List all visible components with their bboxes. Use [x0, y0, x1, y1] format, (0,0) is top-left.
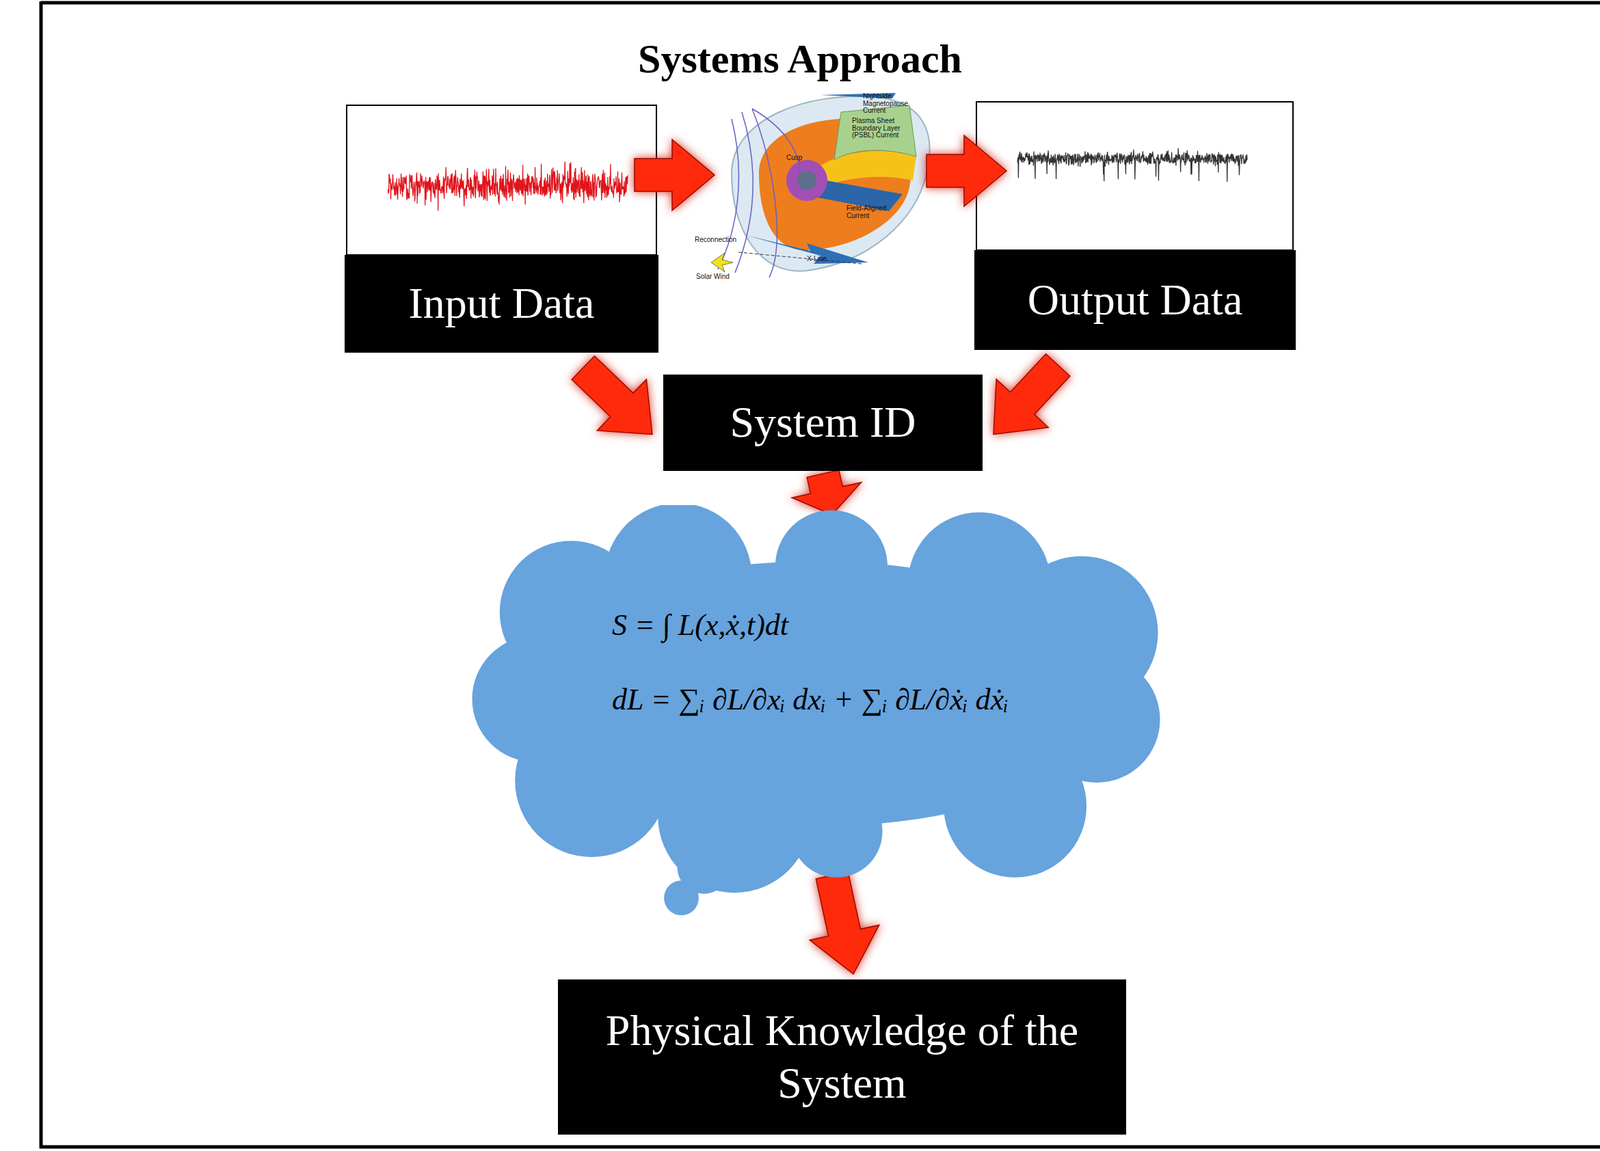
illustration-label: Solar Wind: [696, 273, 738, 282]
output-signal: [1017, 148, 1248, 182]
illustration-label: Nightside Magnetopause Current: [862, 92, 918, 115]
block-arrow: [809, 872, 880, 976]
plot-frame: [346, 105, 657, 256]
illustration-label: Reconnection: [694, 236, 743, 245]
frame-line: [39, 1, 44, 1149]
illustration-label: Plasma Sheet Boundary Layer (PSBL) Curre…: [851, 117, 906, 140]
flow-arrow: [634, 139, 715, 211]
input-signal: [387, 161, 628, 211]
diagram-title: Systems Approach: [0, 35, 1600, 83]
magnetosphere-illustration: [711, 92, 930, 278]
equation-cloud: S = ∫ L(x,ẋ,t)dt dL = ∑ᵢ ∂L/∂xᵢ dxᵢ + ∑ᵢ …: [471, 505, 1166, 924]
box-label: Physical Knowledge of the System: [571, 1005, 1113, 1111]
block-arrow: [993, 354, 1071, 435]
illustration-label: Field-Aligned Current: [846, 205, 895, 220]
data-box: Input Data: [344, 255, 659, 353]
equation: S = ∫ L(x,ẋ,t)dt: [611, 607, 1138, 643]
illustration-label: X-Line: [806, 255, 837, 264]
illustration-label: Cusp: [786, 154, 814, 163]
plot-frame: [976, 101, 1293, 251]
frame-line: [39, 1145, 1600, 1150]
box-label: System ID: [730, 396, 917, 450]
frame-line: [41, 1, 1600, 5]
box-label: Input Data: [408, 277, 595, 331]
result-box: Physical Knowledge of the System: [557, 979, 1127, 1136]
equation: dL = ∑ᵢ ∂L/∂xᵢ dxᵢ + ∑ᵢ ∂L/∂ẋᵢ dẋᵢ: [611, 682, 1138, 718]
block-arrow: [791, 470, 862, 515]
flow-arrows: [634, 135, 1007, 211]
data-box: Output Data: [974, 250, 1296, 351]
flow-arrow: [926, 135, 1007, 207]
block-arrow: [571, 356, 653, 435]
process-box: System ID: [663, 374, 983, 472]
box-label: Output Data: [1027, 274, 1244, 327]
